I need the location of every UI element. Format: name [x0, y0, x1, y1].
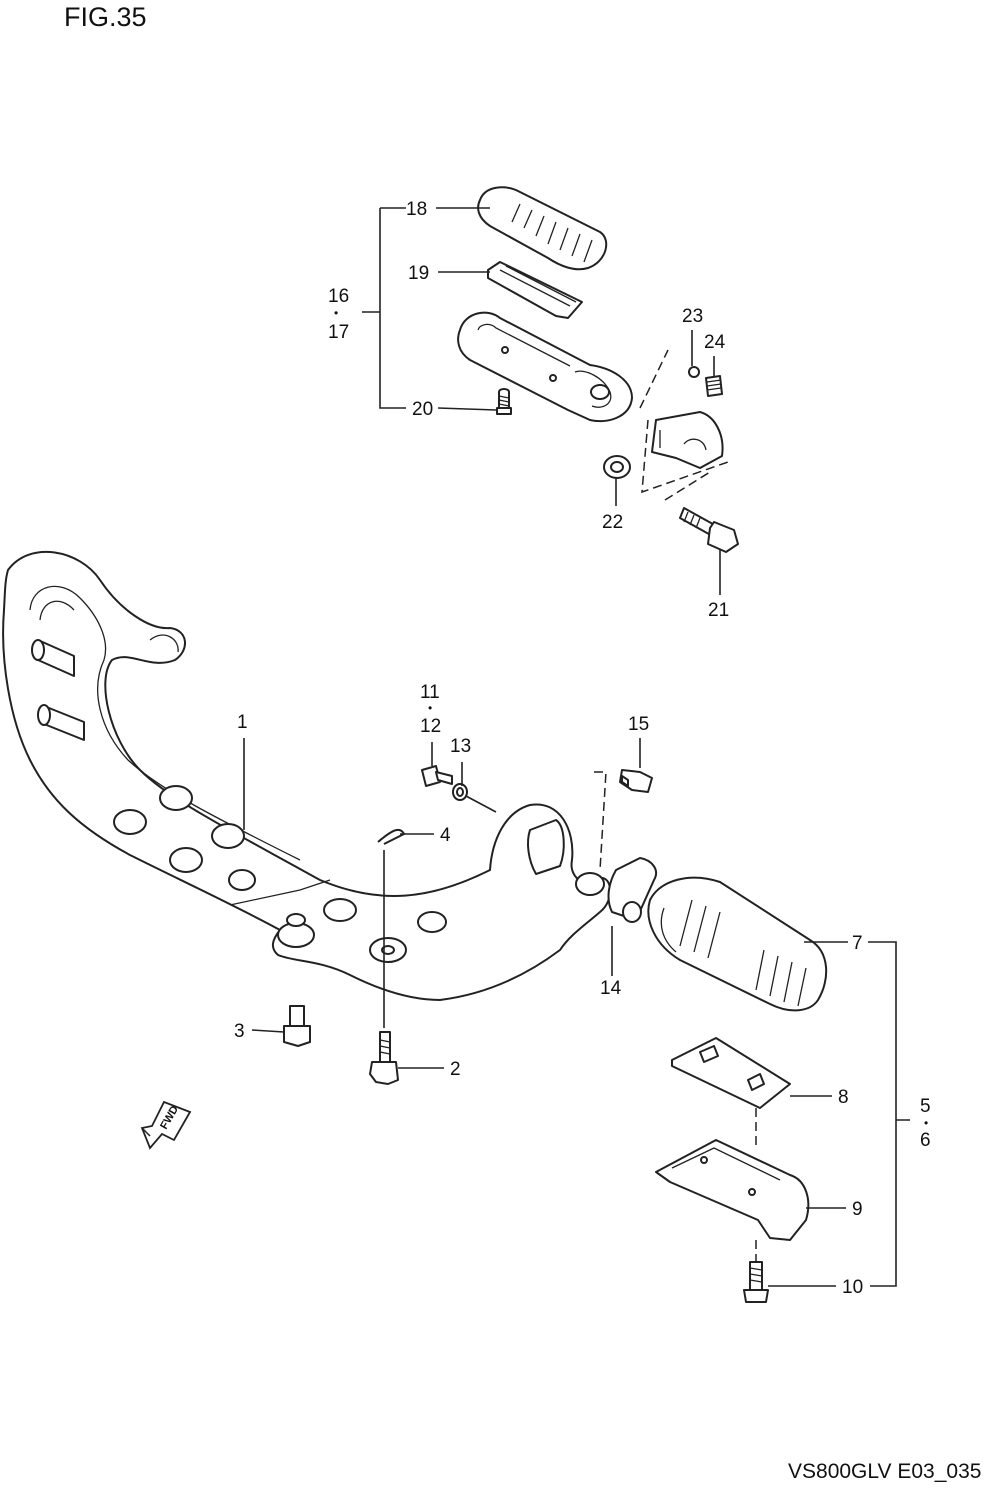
callout-9: 9	[852, 1199, 863, 1220]
main-bracket-1	[2, 550, 612, 1001]
callout-1: 1	[237, 712, 248, 733]
bushing-14	[607, 857, 658, 923]
callout-16: 16	[328, 286, 349, 307]
washer-13	[452, 783, 468, 801]
callout-14: 14	[600, 978, 622, 999]
callout-19: 19	[408, 263, 429, 284]
callout-21: 21	[708, 600, 729, 621]
rear-footrest-assembly	[457, 186, 739, 553]
callout-24: 24	[704, 332, 726, 353]
pin-15	[619, 769, 653, 793]
callout-7: 7	[852, 933, 863, 954]
footrest-plate-19	[487, 261, 583, 319]
spring-24	[705, 375, 723, 397]
callout-10: 10	[842, 1277, 863, 1298]
drawing-code: VS800GLV E03_035	[788, 1460, 982, 1483]
cotter-pin-4	[377, 828, 405, 845]
callout-8: 8	[838, 1087, 849, 1108]
callout-17: 17	[328, 322, 349, 343]
callout-6: 6	[920, 1130, 931, 1151]
bolt-11-12	[421, 765, 453, 787]
bolt-21	[679, 507, 739, 553]
callout-4: 4	[440, 825, 451, 846]
callout-5: 5	[920, 1096, 931, 1117]
footrest-rubber-18	[477, 186, 608, 271]
footrest-plate-8	[671, 1037, 791, 1109]
footrest-rubber-7	[647, 876, 828, 1012]
callout-20: 20	[412, 399, 433, 420]
callout-12: 12	[420, 716, 441, 737]
footrest-9	[655, 1139, 810, 1241]
figure-title: FIG.35	[64, 2, 147, 32]
screw-10	[743, 1261, 769, 1303]
leader-lines	[243, 207, 910, 1287]
callout-sep-16-17: •	[334, 306, 338, 320]
pivot-bracket	[651, 411, 724, 469]
footrest-bracket	[457, 311, 633, 423]
fwd-arrow-icon: FWD	[140, 1100, 192, 1150]
screw-20	[496, 388, 512, 415]
callout-sep-5-6: •	[924, 1116, 928, 1130]
bolt-3	[283, 1005, 311, 1047]
callout-22: 22	[602, 512, 623, 533]
bolt-2	[369, 1031, 399, 1085]
callout-3: 3	[234, 1021, 245, 1042]
callouts: 18 19 16 • 17 20 23 24 22 21 1 11 • 12 1…	[234, 199, 931, 1298]
callout-23: 23	[682, 306, 703, 327]
callout-18: 18	[406, 199, 427, 220]
callout-15: 15	[628, 714, 649, 735]
ball-23	[688, 366, 700, 378]
callout-13: 13	[450, 736, 471, 757]
callout-2: 2	[450, 1059, 461, 1080]
washer-22	[603, 455, 631, 479]
callout-sep-11-12: •	[428, 701, 432, 715]
callout-11: 11	[420, 682, 440, 703]
